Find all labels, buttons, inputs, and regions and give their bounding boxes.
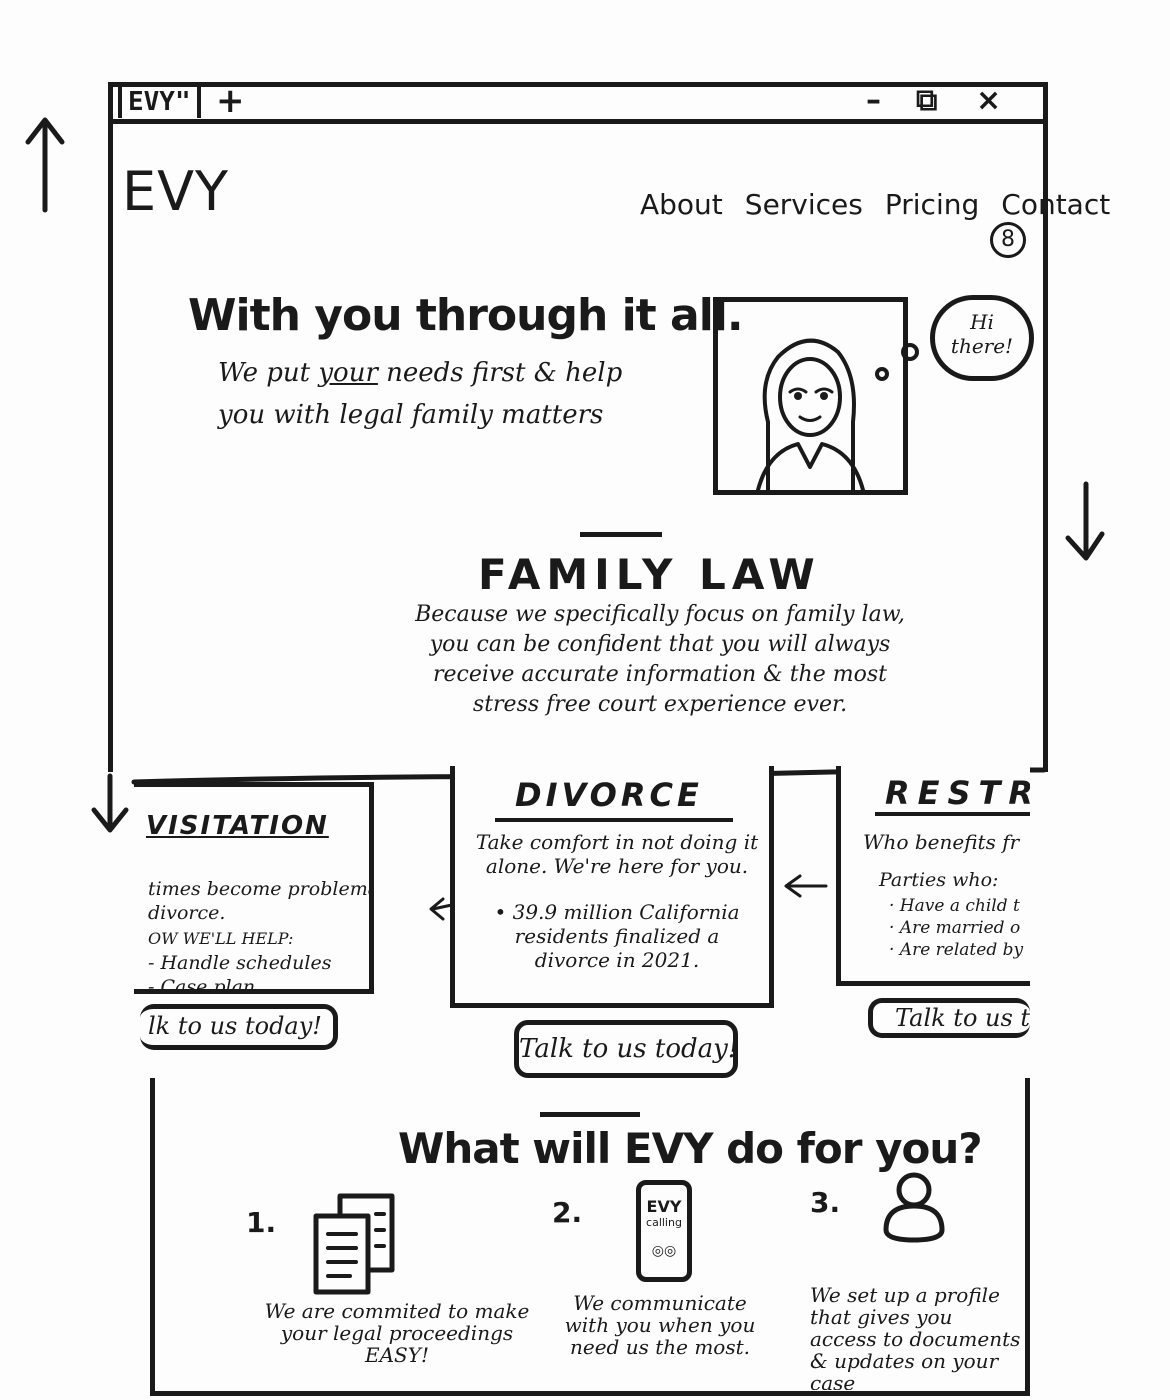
main-nav: About Services Pricing Contact (640, 188, 1110, 221)
restore-button[interactable]: ⧉ (916, 83, 938, 118)
card-text: Who benefits fr (863, 830, 1020, 854)
service-card-restraining[interactable]: RESTR Who benefits fr Parties who: · Hav… (836, 766, 1030, 986)
card-title: VISITATION (146, 811, 329, 841)
card-text: Parties who: (879, 869, 999, 891)
service-card-divorce[interactable]: DIVORCE Take comfort in not doing it alo… (450, 766, 774, 1008)
talk-to-us-button[interactable]: Talk to us today! (514, 1020, 738, 1078)
divider (495, 818, 733, 822)
user-profile-icon (883, 1172, 945, 1243)
section-title: What will EVY do for you? (398, 1124, 983, 1173)
features-section (150, 1078, 1030, 1396)
assistant-avatar[interactable] (713, 297, 908, 495)
scroll-up-arrow-icon (25, 117, 65, 213)
service-card-visitation[interactable]: VISITATION times become problematic divo… (134, 782, 374, 994)
card-bullet: • 39.9 million California residents fina… (494, 900, 740, 972)
minimize-button[interactable]: – (866, 83, 881, 118)
step-number: 1. (246, 1206, 277, 1239)
browser-tab[interactable]: EVY" (118, 86, 201, 118)
card-title: DIVORCE (515, 776, 703, 814)
step-number: 3. (810, 1186, 841, 1219)
list-item: · Are related by (889, 940, 1024, 960)
profile-icon[interactable]: 8 (990, 222, 1026, 258)
step-number: 2. (552, 1196, 583, 1229)
speech-dots-icon (875, 343, 919, 381)
section-description: Because we specifically focus on family … (415, 602, 905, 717)
browser-window (108, 82, 1048, 772)
browser-tab-bar: EVY" + – ⧉ × (108, 82, 1048, 124)
step-description: We set up a profile that gives you acces… (810, 1284, 1021, 1390)
talk-to-us-button[interactable]: lk to us today! (140, 1004, 338, 1050)
card-text: Take comfort in not doing it alone. We'r… (475, 830, 759, 878)
nav-about[interactable]: About (640, 188, 723, 221)
carousel-prev-arrow-icon[interactable] (780, 872, 830, 902)
card-title: RESTR (885, 774, 1030, 812)
card-text: divorce. (148, 902, 226, 924)
new-tab-button[interactable]: + (216, 81, 245, 121)
scroll-down-arrow-icon (91, 773, 129, 833)
step-description: We are commited to make your legal proce… (264, 1300, 530, 1367)
step-description: We communicate with you when you need us… (564, 1292, 756, 1359)
divider (540, 1112, 640, 1117)
hero-subtitle: We put your needs first & help you with … (218, 358, 623, 430)
list-item: · Have a child t (889, 896, 1020, 916)
card-heading: OW WE'LL HELP: (148, 929, 294, 948)
scroll-down-arrow-icon (1065, 481, 1105, 561)
hero-title: With you through it all. (188, 290, 744, 341)
talk-to-us-button[interactable]: Talk to us t (868, 998, 1030, 1038)
phone-calling-icon: EVY calling ◎◎ (636, 1180, 692, 1282)
woman-avatar-icon (756, 338, 865, 492)
nav-contact[interactable]: Contact (1001, 188, 1111, 221)
speech-bubble: Hi there! (930, 295, 1034, 381)
section-title: FAMILY LAW (478, 550, 821, 599)
close-button[interactable]: × (976, 83, 1002, 118)
nav-pricing[interactable]: Pricing (884, 188, 980, 221)
list-item: - Handle schedules (148, 952, 332, 974)
nav-services[interactable]: Services (744, 188, 863, 221)
divider (580, 532, 662, 537)
list-item: - Case plan (148, 976, 256, 994)
documents-icon (313, 1193, 395, 1295)
site-logo[interactable]: EVY (122, 160, 230, 223)
list-item: · Are married o (889, 918, 1021, 938)
divider (875, 812, 1030, 816)
card-text: times become problematic (148, 878, 369, 900)
